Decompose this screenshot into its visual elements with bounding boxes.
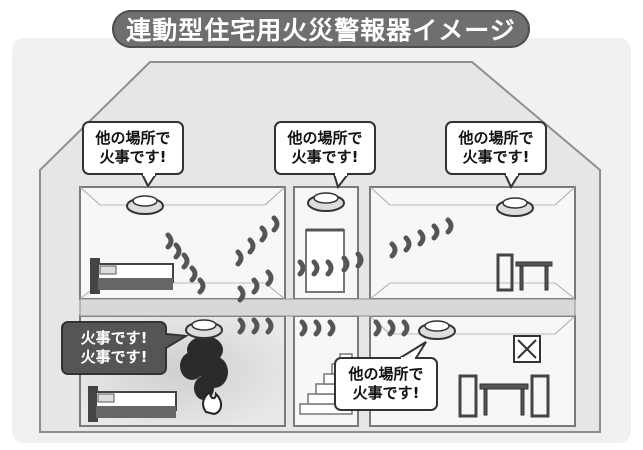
smoke-alarm-icon xyxy=(126,195,164,215)
title-banner xyxy=(112,10,530,48)
smoke-alarm-icon xyxy=(418,320,456,340)
fire-icon xyxy=(202,390,222,416)
bubble-text-top-center: 他の場所で 火事です! xyxy=(287,129,363,166)
speech-bubble-fire-room xyxy=(61,321,190,375)
bed-icon xyxy=(90,258,174,294)
bubble-text-top-left: 他の場所で 火事です! xyxy=(95,129,171,166)
bubble-text-top-right: 他の場所で 火事です! xyxy=(458,129,534,166)
bubble-text-fire-room: 火事です! 火事です! xyxy=(80,329,148,366)
smoke-icon xyxy=(180,336,228,400)
bed-icon xyxy=(88,386,177,422)
smoke-alarm-icon xyxy=(185,319,223,339)
ventilation-fan-icon xyxy=(513,335,541,363)
room-upper-right-dining xyxy=(369,186,576,300)
bubble-text-bottom-center: 他の場所で 火事です! xyxy=(348,365,424,402)
smoke-alarm-icon xyxy=(307,192,345,212)
speech-bubble-top-right xyxy=(445,121,547,190)
dining-table-icon xyxy=(458,374,550,418)
dining-table-icon xyxy=(496,253,553,292)
speech-bubble-bottom-center xyxy=(334,341,438,411)
door-icon xyxy=(305,228,345,293)
page-title: 連動型住宅用火災警報器イメージ xyxy=(126,16,516,45)
sound-wave-icon xyxy=(165,215,454,337)
smoke-alarm-icon xyxy=(496,197,534,217)
